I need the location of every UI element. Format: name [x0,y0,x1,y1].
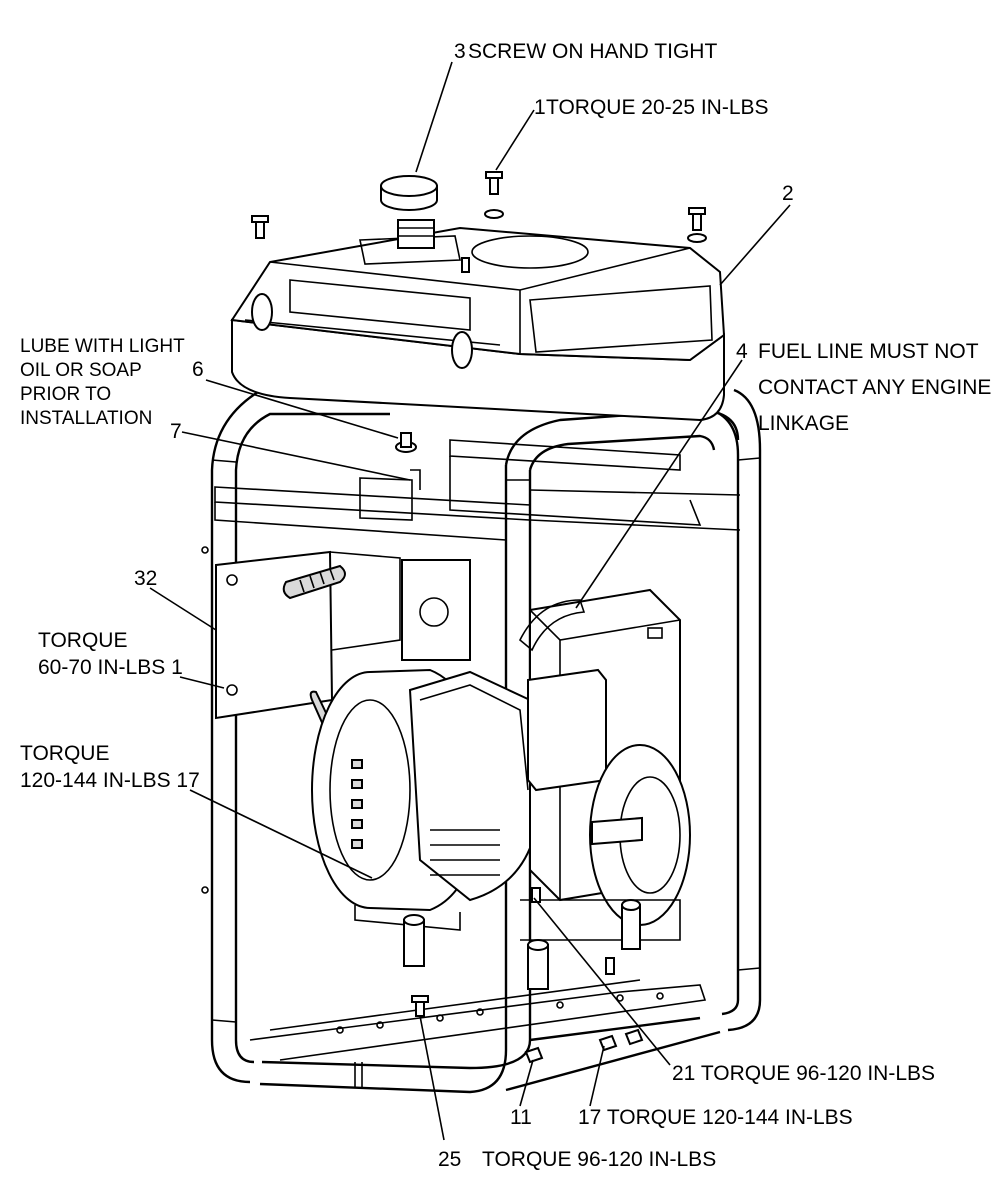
torque-96-bottom-text: TORQUE 96-120 IN-LBS [482,1148,716,1171]
callout-6-number: 6 [192,358,204,381]
tank-bolts [251,171,707,453]
engine [401,559,691,990]
callout-17-bottom-text: 17 TORQUE 120-144 IN-LBS [578,1106,853,1129]
base-bolts [411,887,644,1064]
lube-note-line3: PRIOR TO [20,384,111,405]
fuel-line-note-line2: CONTACT ANY ENGINE [758,376,991,399]
callout-1-top-text: TORQUE 20-25 IN-LBS [546,96,769,119]
lube-note-line1: LUBE WITH LIGHT [20,336,185,357]
callout-labels: 3 SCREW ON HAND TIGHT 1 TORQUE 20-25 IN-… [20,40,991,1171]
torque-120-line2: 120-144 IN-LBS 17 [20,769,200,792]
lube-note-line4: INSTALLATION [20,408,152,429]
torque-60-line2: 60-70 IN-LBS 1 [38,656,183,679]
callout-32-number: 32 [134,567,157,590]
fuel-line-note-line1: FUEL LINE MUST NOT [758,340,979,363]
callout-21-text: 21 TORQUE 96-120 IN-LBS [672,1062,935,1085]
callout-25-number: 25 [438,1148,461,1171]
frame [201,388,762,1094]
upper-brackets [214,439,741,541]
callout-2-number: 2 [782,182,794,205]
leader-lines [149,61,791,1141]
callout-3-number: 3 [454,40,466,63]
torque-120-line1: TORQUE [20,742,109,765]
torque-60-line1: TORQUE [38,629,127,652]
callout-1-top-number: 1 [534,96,546,119]
fuel-tank [230,219,726,422]
fuel-line-note-line3: LINKAGE [758,412,849,435]
base-plate [249,979,707,1061]
callout-3-text: SCREW ON HAND TIGHT [468,40,717,63]
callout-11-number: 11 [510,1106,532,1129]
lube-note-line2: OIL OR SOAP [20,360,142,381]
fuel-cap [380,175,438,211]
callout-7-number: 7 [170,420,182,443]
callout-4-number: 4 [736,340,748,363]
